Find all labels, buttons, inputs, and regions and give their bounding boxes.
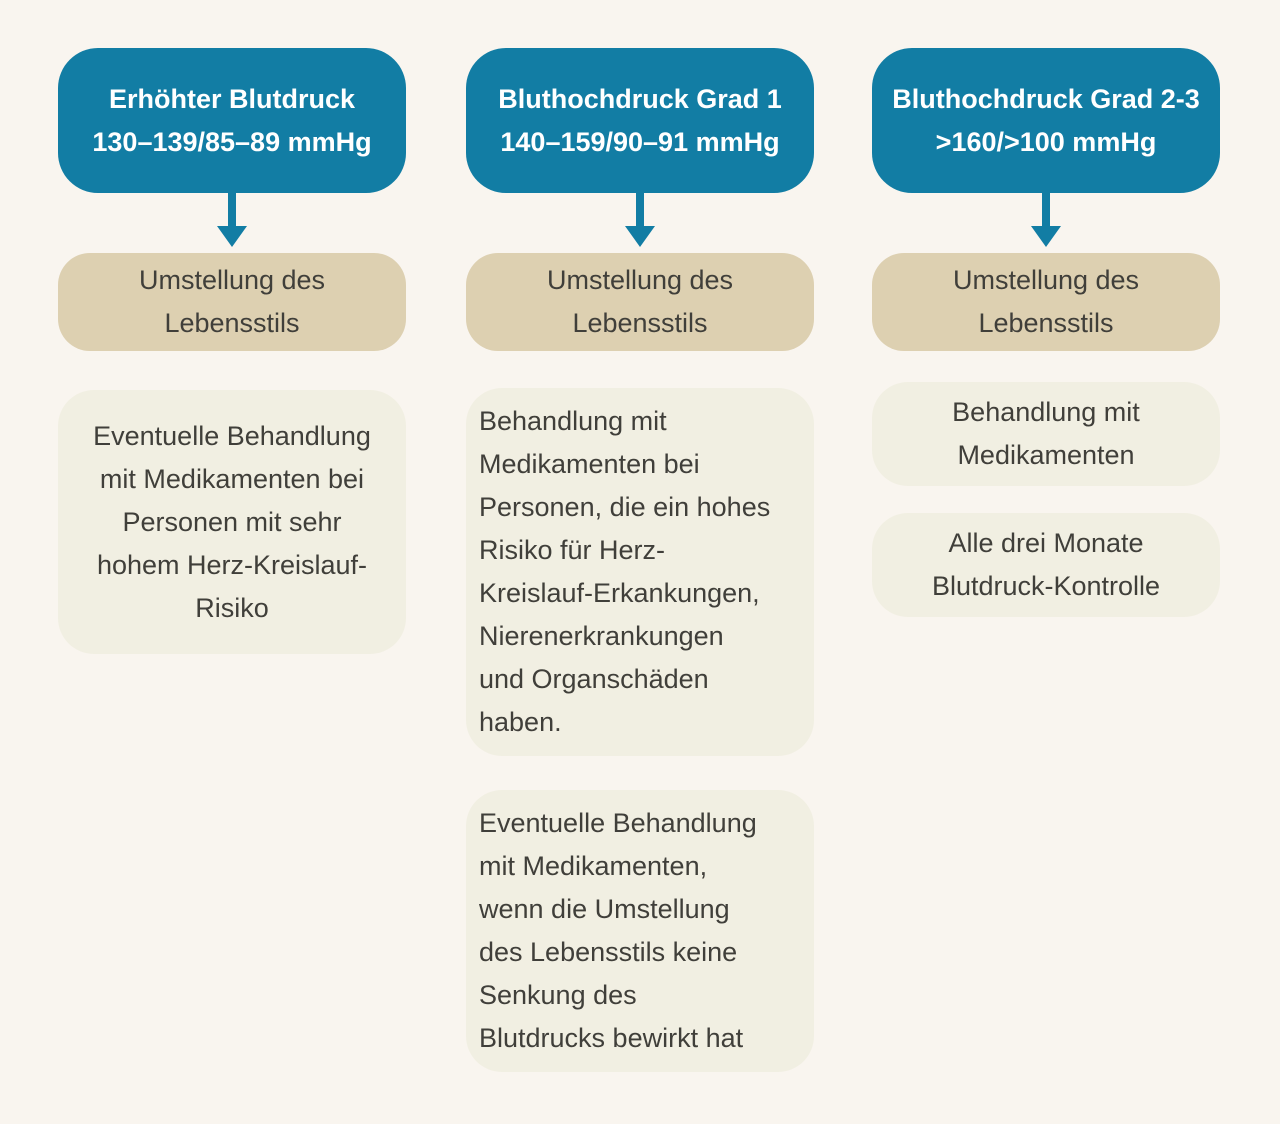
treatment-box: Behandlung mit Medikamenten xyxy=(872,382,1220,486)
down-arrow xyxy=(625,193,655,247)
arrow-stem xyxy=(1042,193,1050,226)
header-box-bluthochdruck-grad-1: Bluthochdruck Grad 1 140–159/90–91 mmHg xyxy=(466,48,814,193)
arrow-head-icon xyxy=(1031,226,1061,247)
arrow-head-icon xyxy=(217,226,247,247)
lifestyle-box: Umstellung des Lebensstils xyxy=(466,253,814,351)
header-box-bluthochdruck-grad-2-3: Bluthochdruck Grad 2-3 >160/>100 mmHg xyxy=(872,48,1220,193)
column-bluthochdruck-grad-1: Bluthochdruck Grad 1 140–159/90–91 mmHg … xyxy=(466,0,814,1124)
lifestyle-box: Umstellung des Lebensstils xyxy=(58,253,406,351)
arrow-stem xyxy=(228,193,236,226)
column-bluthochdruck-grad-2-3: Bluthochdruck Grad 2-3 >160/>100 mmHg Um… xyxy=(872,0,1220,1124)
lifestyle-box: Umstellung des Lebensstils xyxy=(872,253,1220,351)
arrow-stem xyxy=(636,193,644,226)
column-erhoehter-blutdruck: Erhöhter Blutdruck 130–139/85–89 mmHg Um… xyxy=(58,0,406,1124)
down-arrow xyxy=(1031,193,1061,247)
treatment-box: Eventuelle Behandlung mit Medikamenten b… xyxy=(58,390,406,654)
arrow-head-icon xyxy=(625,226,655,247)
treatment-box: Alle drei Monate Blutdruck-Kontrolle xyxy=(872,513,1220,617)
treatment-box: Behandlung mit Medikamenten bei Personen… xyxy=(466,388,814,756)
treatment-box: Eventuelle Behandlung mit Medikamenten, … xyxy=(466,790,814,1072)
header-box-erhoehter-blutdruck: Erhöhter Blutdruck 130–139/85–89 mmHg xyxy=(58,48,406,193)
down-arrow xyxy=(217,193,247,247)
